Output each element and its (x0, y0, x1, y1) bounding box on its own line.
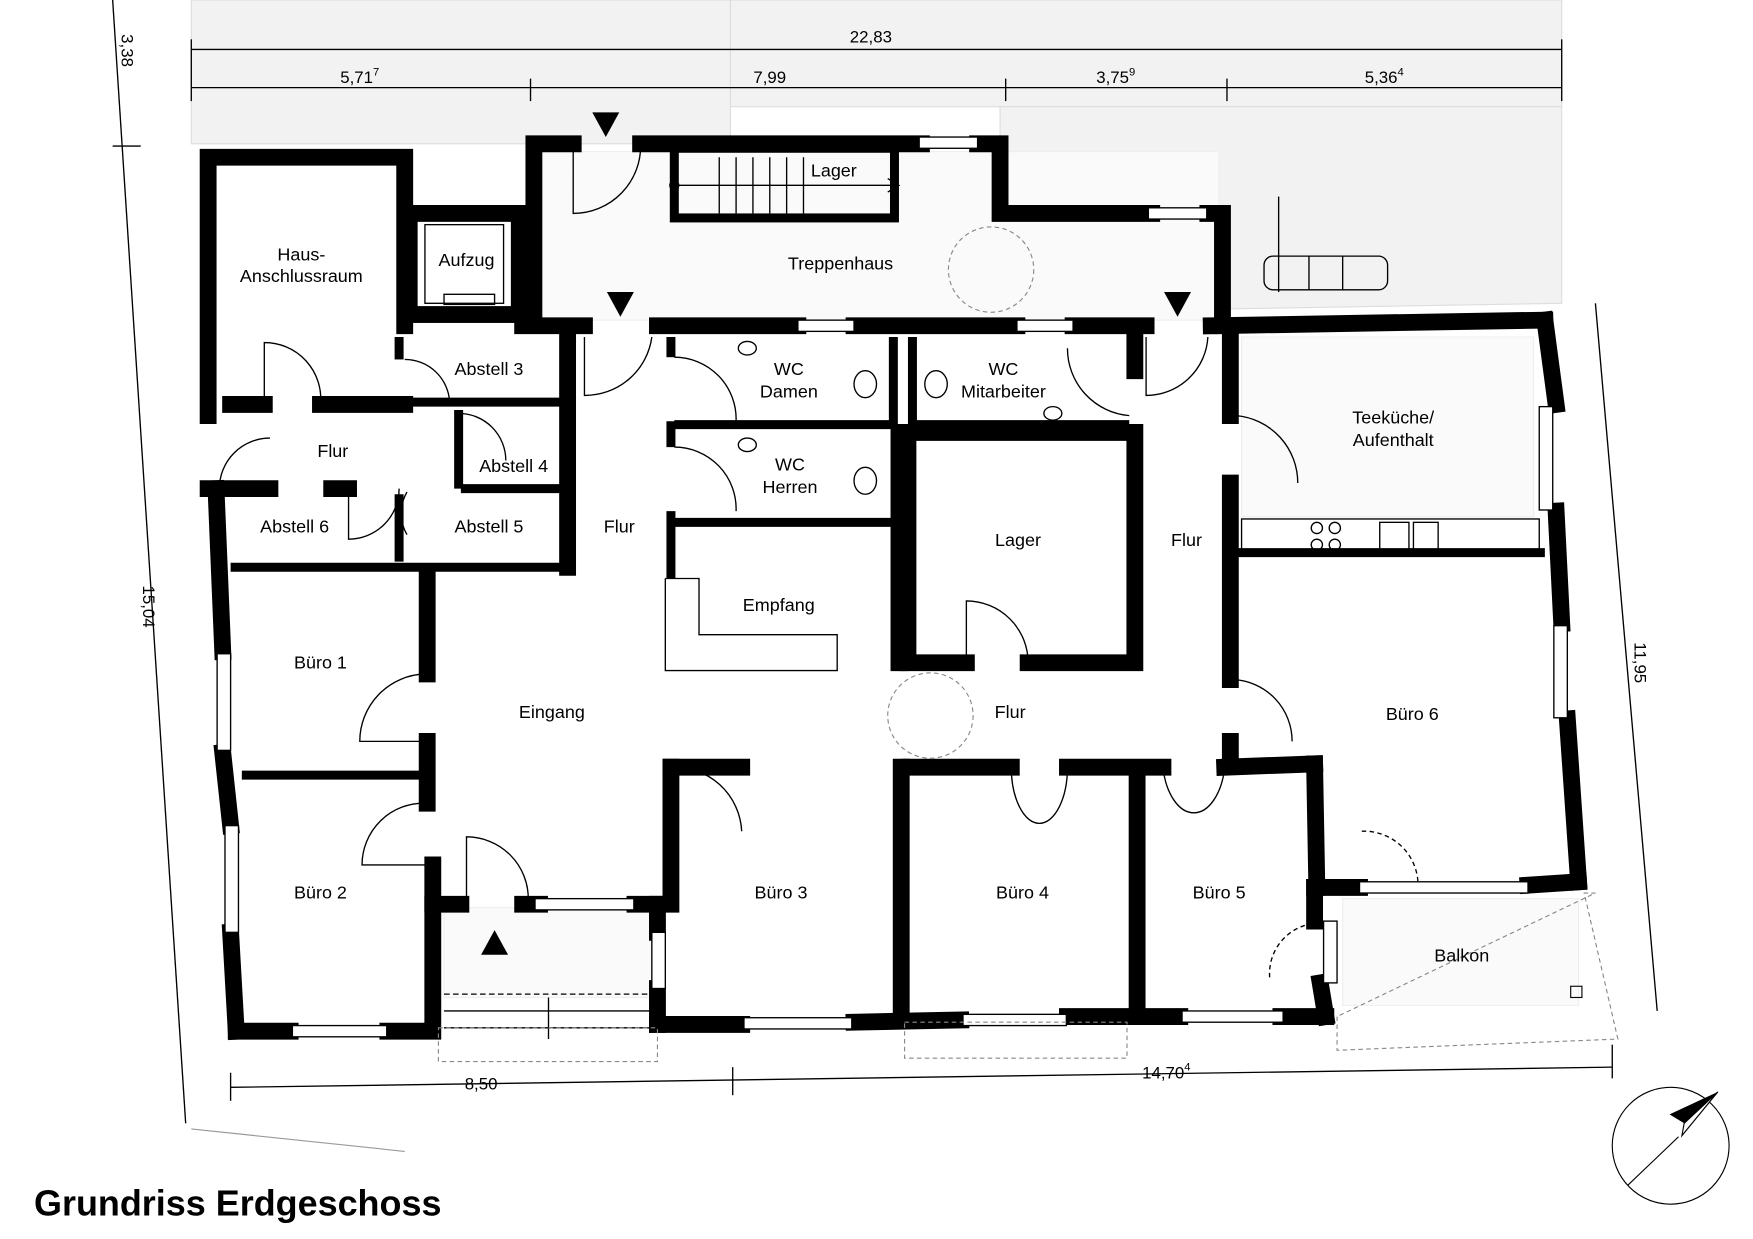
stove-icon (1240, 518, 1540, 554)
stairs (669, 157, 901, 214)
label-abstell-4: Abstell 4 (479, 456, 548, 476)
label-wc-mitarbeiter-2: Mitarbeiter (961, 382, 1046, 402)
label-haus-1: Haus- (277, 245, 325, 265)
label-wc-damen: WC (774, 359, 804, 379)
label-wc-herren-2: Herren (763, 477, 818, 497)
dim-seg3: 3,759 (1096, 66, 1135, 87)
label-abstell-3: Abstell 3 (455, 359, 524, 379)
terrace-area (190, 0, 732, 145)
windows (216, 136, 1569, 1038)
label-eingang: Eingang (519, 702, 585, 722)
dimension-lines (112, 39, 1658, 1101)
label-empfang: Empfang (743, 595, 815, 615)
label-balkon: Balkon (1434, 946, 1489, 966)
label-buero-1: Büro 1 (294, 652, 347, 672)
dim-left-top: 3,38 (118, 34, 137, 67)
turning-circle (947, 226, 1035, 313)
label-flur-mid: Flur (995, 702, 1026, 722)
north-arrow-icon (1611, 1086, 1730, 1205)
label-treppenhaus: Treppenhaus (788, 254, 893, 274)
sink-icon (1379, 521, 1439, 550)
label-buero-6: Büro 6 (1386, 704, 1439, 724)
label-buero-2: Büro 2 (294, 883, 347, 903)
dim-total-top: 22,83 (850, 28, 892, 47)
label-buero-5: Büro 5 (1193, 883, 1246, 903)
reception-counter (664, 577, 838, 672)
turning-circle (887, 672, 974, 759)
label-flur-left: Flur (317, 441, 348, 461)
site-boundary (111, 0, 187, 1124)
dim-bottom-left: 8,50 (465, 1075, 498, 1094)
bike-rack-icon (1263, 196, 1389, 293)
dim-seg4: 5,364 (1365, 66, 1404, 87)
label-lager-top: Lager (811, 160, 857, 180)
site-boundary (191, 1128, 405, 1152)
dim-right: 11,95 (1631, 642, 1650, 683)
label-abstell-6: Abstell 6 (260, 516, 329, 536)
label-abstell-5: Abstell 5 (455, 516, 524, 536)
label-aufzug: Aufzug (439, 250, 495, 270)
label-haus-2: Anschlussraum (240, 266, 363, 286)
label-wc-herren: WC (775, 455, 805, 475)
label-wc-mitarbeiter: WC (988, 359, 1018, 379)
label-teekueche: Teeküche/ (1352, 407, 1434, 427)
label-buero-4: Büro 4 (996, 883, 1049, 903)
label-flur-center: Flur (604, 516, 635, 536)
door-swings (218, 143, 1419, 978)
label-buero-3: Büro 3 (755, 883, 808, 903)
label-lager-mid: Lager (995, 530, 1041, 550)
dim-bottom-right: 14,704 (1142, 1062, 1190, 1083)
toilet-icon (737, 340, 1063, 495)
dim-seg2: 7,99 (753, 68, 786, 87)
plan-title: Grundriss Erdgeschoss (34, 1182, 441, 1223)
terrace-area (729, 0, 1563, 108)
entrance-steps (437, 993, 659, 1063)
label-wc-damen-2: Damen (760, 382, 818, 402)
elevator-car (424, 223, 505, 304)
label-flur-right: Flur (1171, 530, 1202, 550)
label-teekueche-2: Aufenthalt (1353, 430, 1434, 450)
dim-seg1: 5,717 (340, 66, 379, 87)
entrance-arrow-icon (481, 112, 1192, 955)
room-labels: Haus- Anschlussraum Aufzug Lager Treppen… (240, 160, 1489, 965)
dim-left-main: 15,04 (139, 586, 158, 628)
